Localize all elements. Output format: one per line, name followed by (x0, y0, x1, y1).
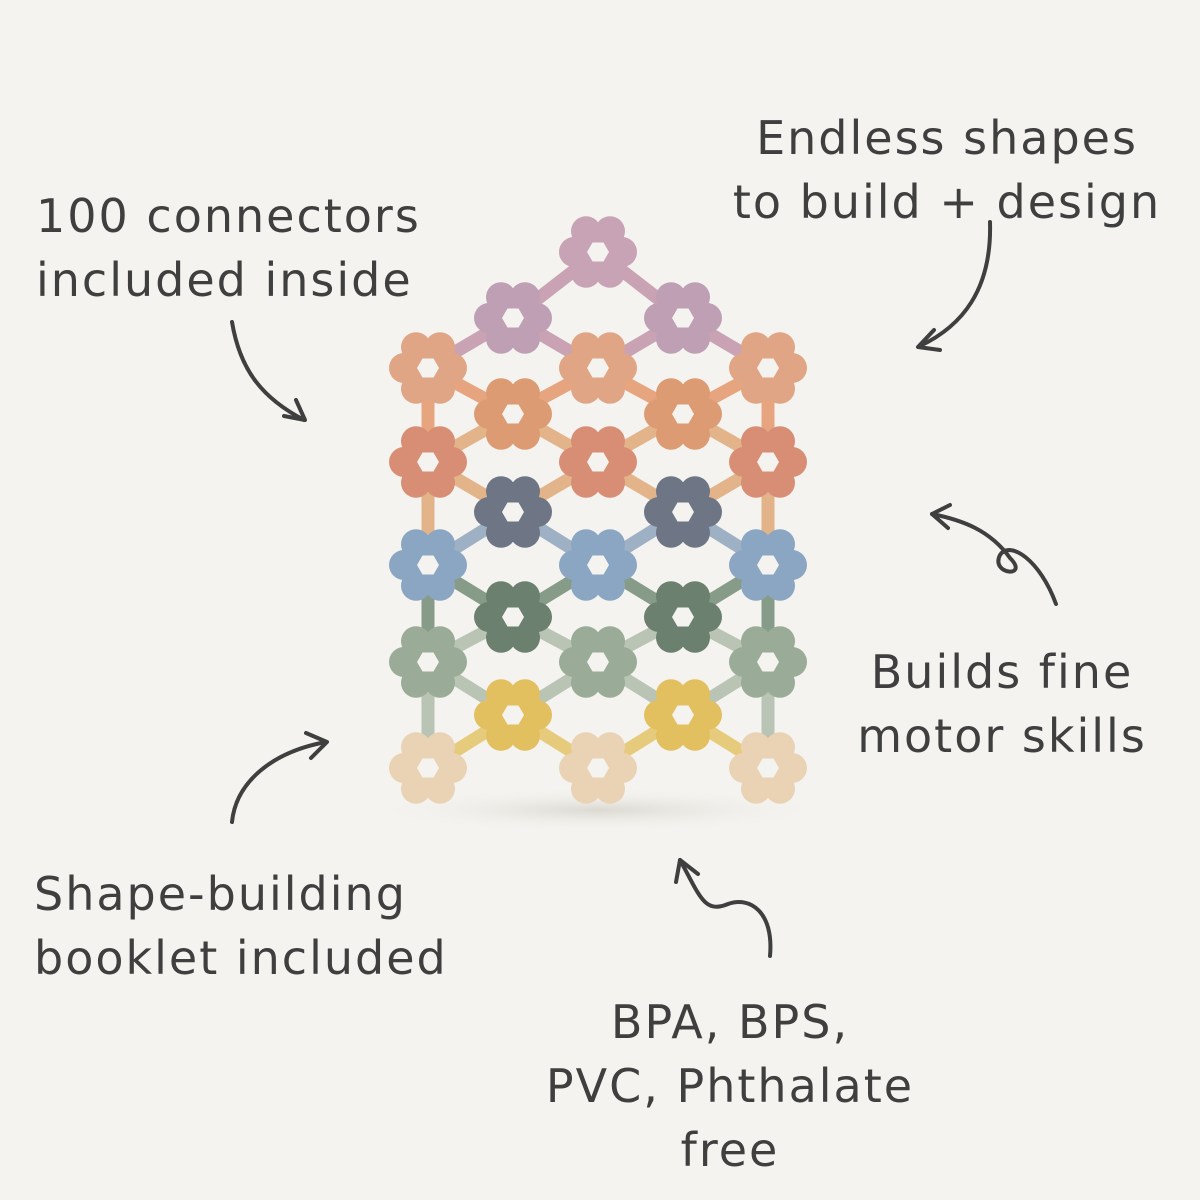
callout-line: included inside (36, 253, 413, 307)
connector-piece (559, 216, 637, 288)
connector-piece (644, 378, 722, 450)
callout-line: 100 connectors (36, 189, 421, 243)
connector-piece (644, 581, 722, 653)
callout-line: free (680, 1123, 780, 1177)
connector-piece (559, 426, 637, 498)
callout-motor-skills: Builds fine motor skills (852, 640, 1152, 768)
callout-line: to build + design (732, 175, 1162, 229)
connector-piece (389, 732, 467, 804)
callout-line: motor skills (857, 709, 1147, 763)
connector-piece (389, 626, 467, 698)
connector-piece (559, 626, 637, 698)
connector-piece (474, 378, 552, 450)
connector-piece (729, 529, 807, 601)
callout-line: booklet included (34, 931, 448, 985)
arrowhead-booklet (304, 731, 329, 760)
connector-piece (559, 529, 637, 601)
connector-piece (729, 332, 807, 404)
connector-piece (559, 732, 637, 804)
connector-piece (474, 679, 552, 751)
arrow-booklet (230, 740, 328, 824)
product-shadow (368, 788, 828, 832)
connector-piece (474, 581, 552, 653)
callout-booklet-included: Shape-building booklet included (34, 862, 448, 990)
callout-line: Endless shapes (756, 111, 1138, 165)
callout-endless-shapes: Endless shapes to build + design (722, 106, 1172, 234)
arrow-motor (930, 512, 1058, 606)
arrow-free (678, 858, 773, 958)
connector-piece (389, 332, 467, 404)
callout-material-free: BPA, BPS, PVC, Phthalate free (530, 990, 930, 1182)
arrowhead-free (674, 858, 700, 884)
callout-connectors-included: 100 connectors included inside (36, 184, 421, 312)
connector-piece (559, 332, 637, 404)
callout-line: PVC, Phthalate (545, 1059, 915, 1113)
connector-piece (729, 426, 807, 498)
connector-piece (644, 679, 722, 751)
arrowhead-shapes (916, 328, 942, 352)
connector-piece (474, 476, 552, 548)
connector-piece (644, 476, 722, 548)
callout-line: BPA, BPS, (610, 995, 850, 1049)
arrowhead-connectors (282, 398, 307, 422)
arrow-shapes (918, 220, 993, 348)
connector-piece (389, 426, 467, 498)
connector-piece (729, 732, 807, 804)
callout-line: Shape-building (34, 867, 407, 921)
arrow-connectors (230, 320, 306, 422)
arrowhead-motor (930, 503, 952, 530)
connector-piece (389, 529, 467, 601)
connector-piece (644, 282, 722, 354)
callout-line: Builds fine (870, 645, 1134, 699)
connector-piece (729, 626, 807, 698)
connector-piece (474, 282, 552, 354)
